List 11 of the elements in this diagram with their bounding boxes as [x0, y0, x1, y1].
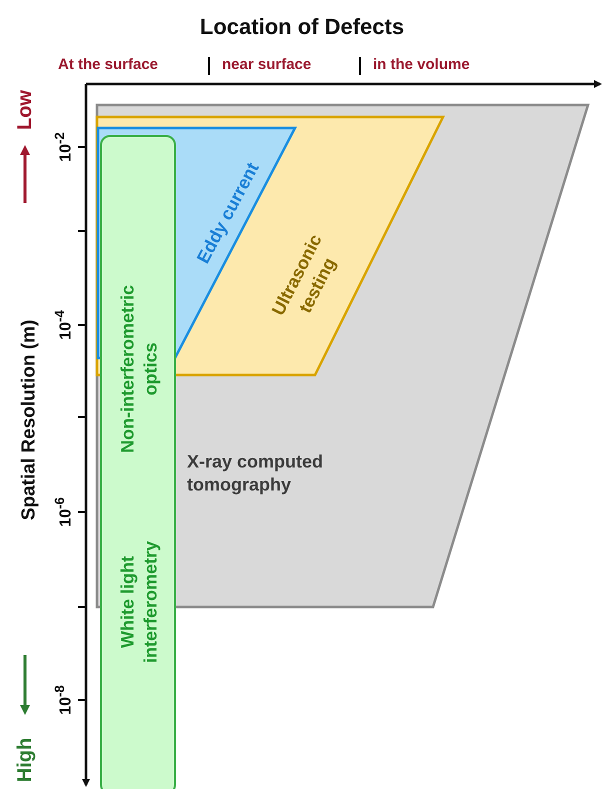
- column-label: At the surface: [58, 56, 158, 73]
- axis-end-label: Low: [13, 90, 37, 130]
- optics-band: [100, 135, 176, 789]
- axis-title: Spatial Resolution (m): [18, 320, 41, 520]
- chart-title: Location of Defects: [198, 14, 406, 40]
- region-label: X-ray computed tomography: [187, 450, 324, 496]
- band-label: White light interferometry: [116, 540, 162, 666]
- column-label: near surface: [222, 56, 312, 73]
- column-label: in the volume: [373, 56, 470, 73]
- band-label: Non-interferometric optics: [116, 284, 162, 456]
- axis-end-label: High: [13, 738, 37, 782]
